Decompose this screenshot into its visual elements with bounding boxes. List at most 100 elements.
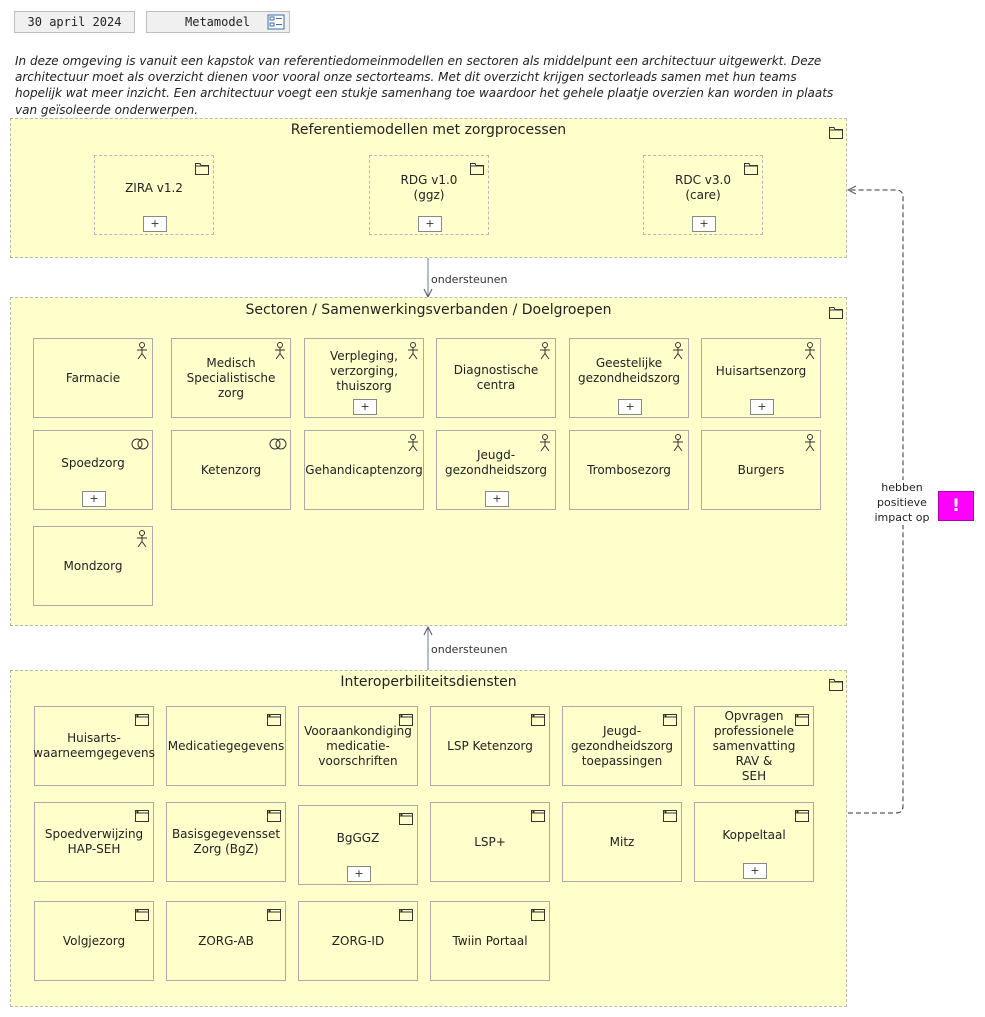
sector-box[interactable]: Diagnostische centra — [436, 338, 556, 418]
view-link-metamodel[interactable]: Metamodel — [146, 11, 290, 33]
expand-button[interactable]: + — [743, 863, 767, 879]
application-icon — [267, 807, 281, 826]
element-label: Huisartsenzorg — [715, 363, 807, 378]
sector-box[interactable]: Verpleging, verzorging, thuiszorg + — [304, 338, 424, 418]
sector-box[interactable]: Spoedzorg + — [33, 430, 153, 510]
element-label: ZORG-ID — [331, 933, 385, 948]
view-reference-icon — [267, 14, 285, 30]
application-icon — [135, 711, 149, 730]
element-label: ZORG-AB — [198, 933, 254, 948]
interop-service-box[interactable]: Koppeltaal + — [694, 802, 814, 882]
sector-box[interactable]: Medisch Specialistische zorg — [171, 338, 291, 418]
sector-box[interactable]: Geestelijke gezondheidszorg + — [569, 338, 689, 418]
element-label: Farmacie — [65, 370, 121, 385]
element-label: Medisch Specialistische zorg — [186, 355, 276, 400]
interop-service-box[interactable]: Basisgegevensset Zorg (BgZ) — [166, 802, 286, 882]
expand-button[interactable]: + — [143, 216, 167, 232]
element-label: Medicatiegegevens — [167, 738, 285, 753]
expand-button[interactable]: + — [347, 866, 371, 882]
element-label: LSP+ — [474, 834, 506, 849]
note-exclamation[interactable]: ! — [938, 491, 974, 521]
sector-box[interactable]: Jeugd- gezondheidszorg + — [436, 430, 556, 510]
element-label: Jeugd- gezondheidszorg — [444, 448, 548, 477]
actor-icon — [804, 342, 816, 364]
folder-icon — [195, 160, 209, 179]
actor-icon — [274, 342, 286, 364]
interop-service-box[interactable]: Medicatiegegevens — [166, 706, 286, 786]
application-icon — [531, 807, 545, 826]
interop-service-box[interactable]: Vooraankondiging medicatie- voorschrifte… — [298, 706, 418, 786]
folder-icon — [470, 160, 484, 179]
application-icon — [267, 711, 281, 730]
application-icon — [399, 810, 413, 829]
interop-service-box[interactable]: Spoedverwijzing HAP-SEH — [34, 802, 154, 882]
sector-box[interactable]: Gehandicaptenzorg — [304, 430, 424, 510]
interop-service-box[interactable]: BgGGZ+ — [298, 805, 418, 885]
expand-button[interactable]: + — [82, 491, 106, 507]
interop-service-box[interactable]: ZORG-ID — [298, 901, 418, 981]
element-label: Basisgegevensset Zorg (BgZ) — [171, 827, 281, 856]
interop-service-box[interactable]: Twiin Portaal — [430, 901, 550, 981]
application-icon — [135, 906, 149, 925]
element-label: Mitz — [609, 834, 635, 849]
application-icon — [267, 906, 281, 925]
element-label: Geestelijke gezondheidszorg — [577, 356, 681, 385]
interop-service-box[interactable]: Huisarts- waarneemgegevens — [33, 706, 155, 786]
collaboration-icon — [269, 435, 287, 454]
sector-box[interactable]: Huisartsenzorg + — [701, 338, 821, 418]
relation-label-ref: ondersteunen — [431, 273, 508, 286]
interop-service-box[interactable]: Jeugd- gezondheidszorg toepassingen — [562, 706, 682, 786]
element-label: RDC v3.0 (care) — [675, 173, 731, 202]
element-label: Gehandicaptenzorg — [305, 462, 423, 477]
element-label: Ketenzorg — [200, 462, 262, 477]
relation-label-inter: ondersteunen — [431, 643, 508, 656]
interop-service-box[interactable]: Mitz — [562, 802, 682, 882]
application-icon — [531, 711, 545, 730]
sector-box[interactable]: Ketenzorg — [171, 430, 291, 510]
actor-icon — [804, 434, 816, 456]
application-icon — [399, 906, 413, 925]
actor-icon — [136, 342, 148, 364]
expand-button[interactable]: + — [750, 399, 774, 415]
element-label: Spoedzorg — [61, 455, 125, 470]
actor-icon — [539, 434, 551, 456]
application-icon — [531, 906, 545, 925]
element-label: Diagnostische centra — [453, 363, 539, 392]
interop-service-box[interactable]: ZORG-AB — [166, 901, 286, 981]
actor-icon — [539, 342, 551, 364]
group-folder-icon — [829, 676, 843, 695]
relation-label-impact: hebben positieve impact op — [862, 480, 942, 525]
reference-model-box[interactable]: ZIRA v1.2+ — [94, 155, 214, 235]
element-label: Koppeltaal — [722, 827, 786, 842]
reference-model-box[interactable]: RDC v3.0 (care) + — [643, 155, 763, 235]
element-label: RDG v1.0 (ggz) — [400, 173, 458, 202]
application-icon — [663, 711, 677, 730]
expand-button[interactable]: + — [485, 491, 509, 507]
interop-service-box[interactable]: Volgjezorg — [34, 901, 154, 981]
element-label: Vooraankondiging medicatie- voorschrifte… — [304, 723, 412, 768]
collaboration-icon — [131, 435, 149, 454]
element-label: Verpleging, verzorging, thuiszorg — [330, 348, 398, 393]
expand-button[interactable]: + — [353, 399, 377, 415]
sector-box[interactable]: Trombosezorg — [569, 430, 689, 510]
reference-model-box[interactable]: RDG v1.0 (ggz) + — [369, 155, 489, 235]
view-link-label: Metamodel — [185, 15, 251, 29]
interop-service-box[interactable]: LSP+ — [430, 802, 550, 882]
application-icon — [399, 711, 413, 730]
expand-button[interactable]: + — [692, 216, 716, 232]
element-label: Volgjezorg — [62, 933, 126, 948]
application-icon — [795, 711, 809, 730]
sector-box[interactable]: Farmacie — [33, 338, 153, 418]
element-label: Opvragen professionele samenvatting RAV … — [712, 708, 796, 783]
expand-button[interactable]: + — [618, 399, 642, 415]
actor-icon — [407, 434, 419, 456]
intro-text: In deze omgeving is vanuit een kapstok v… — [15, 54, 834, 117]
element-label: Burgers — [737, 462, 785, 477]
expand-button[interactable]: + — [418, 216, 442, 232]
group-folder-icon — [829, 124, 843, 143]
actor-icon — [407, 342, 419, 364]
sector-box[interactable]: Mondzorg — [33, 526, 153, 606]
interop-service-box[interactable]: LSP Ketenzorg — [430, 706, 550, 786]
sector-box[interactable]: Burgers — [701, 430, 821, 510]
interop-service-box[interactable]: Opvragen professionele samenvatting RAV … — [694, 706, 814, 786]
